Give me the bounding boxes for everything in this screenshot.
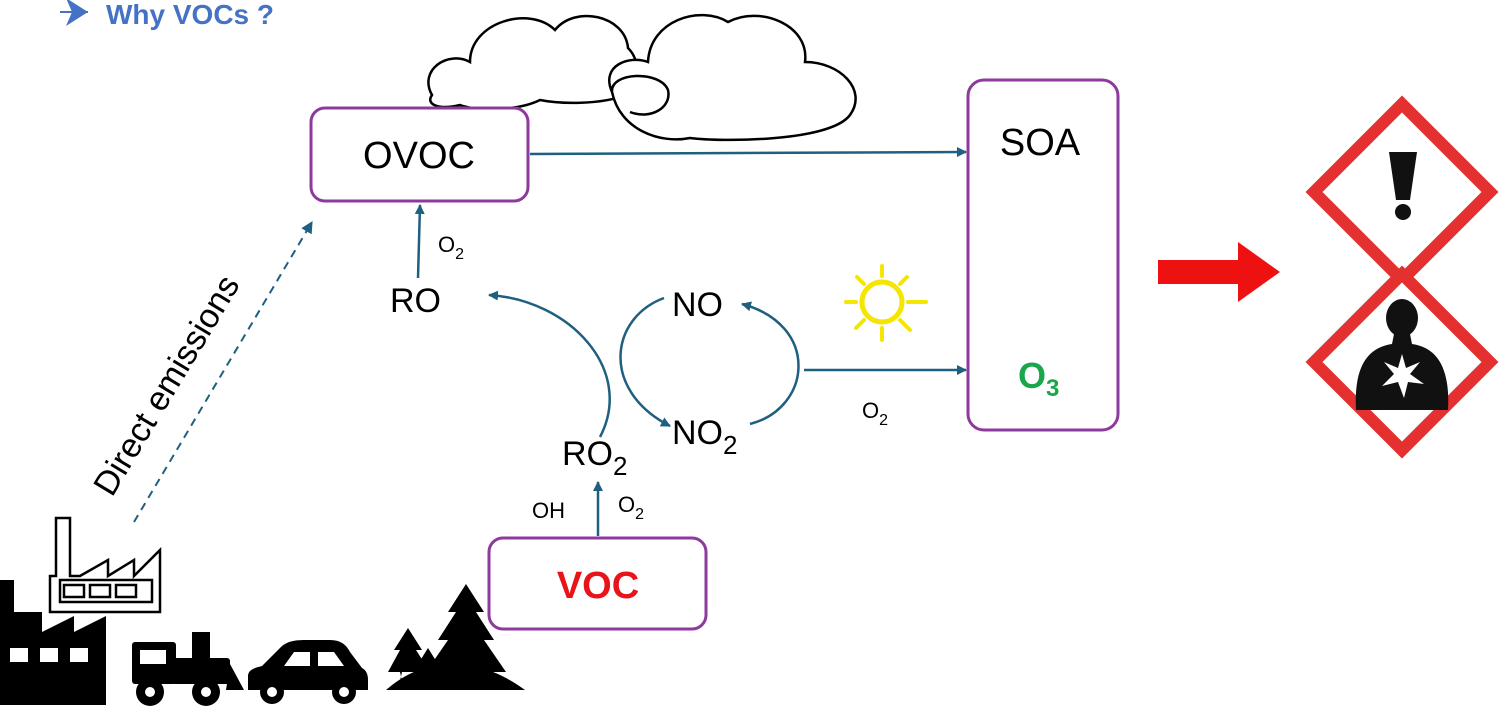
soa-label: SOA xyxy=(1000,122,1081,164)
o2-right-label: O2 xyxy=(862,398,888,429)
cloud-icon xyxy=(427,13,857,142)
ovoc-to-soa-arrow xyxy=(529,147,967,158)
health-hazard-icon xyxy=(1305,265,1499,459)
exclamation-hazard-icon xyxy=(1305,95,1499,289)
direct-emissions-arrow xyxy=(133,220,313,523)
soa-box: SOA O3 xyxy=(966,78,1120,432)
ovoc-label: OVOC xyxy=(363,135,475,177)
factory-icon xyxy=(48,516,162,614)
no-to-no2-arrow xyxy=(619,296,671,428)
page-title: Why VOCs ? xyxy=(106,0,274,30)
trees-icon xyxy=(386,584,525,690)
voc-label: VOC xyxy=(557,565,639,607)
ro-label: RO xyxy=(390,282,441,320)
voc-box: VOC xyxy=(487,536,708,631)
o2-top-label: O2 xyxy=(438,232,464,263)
ro2-label: RO2 xyxy=(562,435,627,481)
car-icon xyxy=(248,640,368,704)
o3-label: O3 xyxy=(1018,355,1059,402)
sun-icon xyxy=(844,264,928,342)
result-arrow-icon xyxy=(1158,242,1280,302)
oh-label: OH xyxy=(532,498,565,523)
no2-to-no-arrow xyxy=(741,301,800,426)
no2-label: NO2 xyxy=(672,414,737,460)
ro2-to-ro-arrow xyxy=(488,290,611,438)
no-label: NO xyxy=(672,286,723,324)
o2-bottom-label: O2 xyxy=(618,492,644,523)
ovoc-box: OVOC xyxy=(309,106,530,203)
factory-solid-icon xyxy=(0,580,106,705)
train-icon xyxy=(132,632,244,706)
title-group: Why VOCs ? xyxy=(60,0,274,30)
ro-to-ovoc-arrow xyxy=(414,204,425,279)
